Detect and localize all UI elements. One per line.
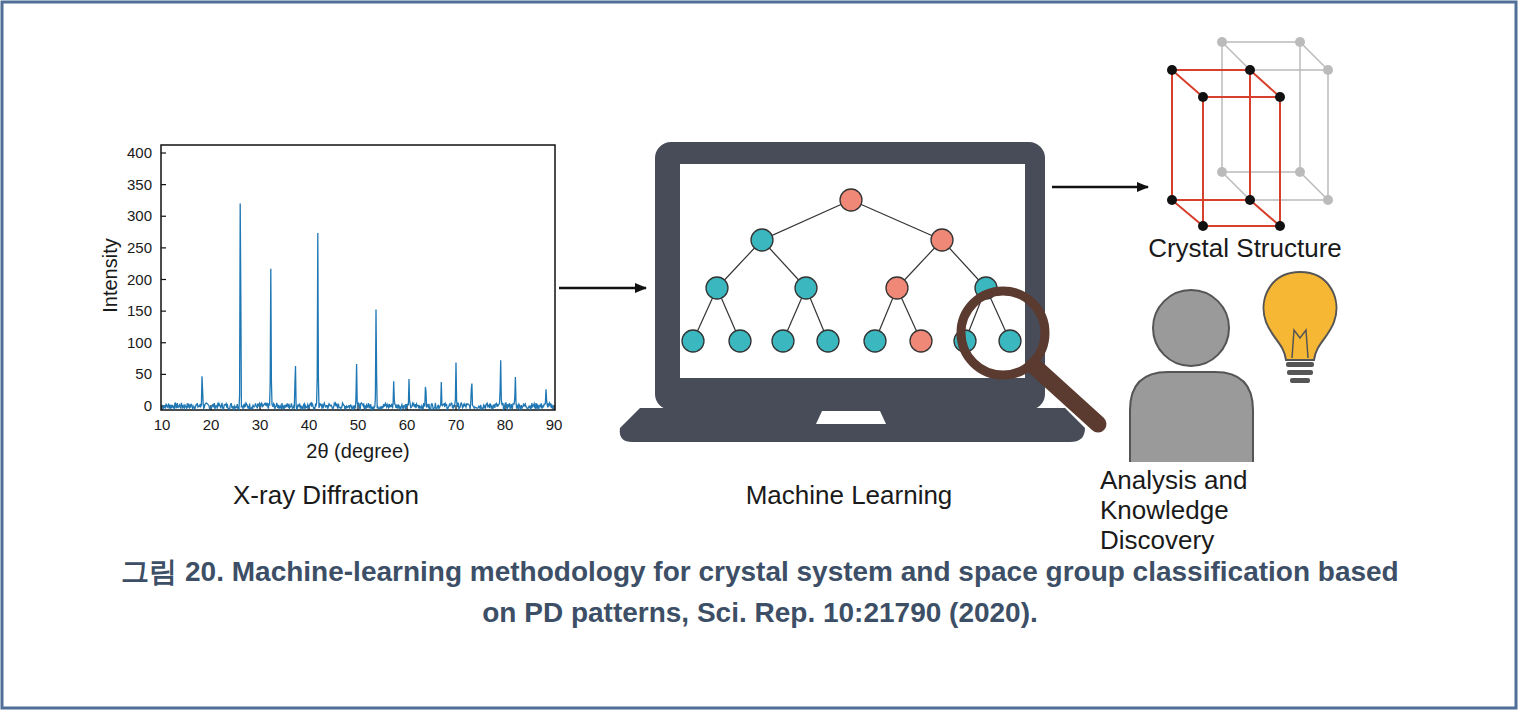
crystal-unit-cell: [1172, 70, 1280, 226]
axis-ticks: [161, 153, 554, 410]
tick-label: 60: [387, 416, 427, 433]
tree-nodes: [682, 189, 1021, 352]
tick-label: 0: [108, 397, 152, 414]
axis-label: 2θ (degree): [258, 440, 458, 463]
tick-label: 300: [108, 207, 152, 224]
panel-title: Machine Learning: [648, 480, 1050, 511]
crystal-atoms: [1167, 65, 1285, 231]
annotation-text: Analysis and Knowledge Discovery: [1100, 466, 1320, 556]
person-icon: [1130, 290, 1253, 462]
tick-label: 20: [191, 416, 231, 433]
flow-arrow: [1052, 186, 1148, 189]
crystal-back-atoms: [1217, 37, 1333, 205]
plot-axes: [161, 145, 555, 410]
tick-label: 90: [534, 416, 574, 433]
figure-caption: 그림 20. Machine-learning methodology for …: [110, 552, 1410, 633]
tick-label: 40: [289, 416, 329, 433]
tick-label: 50: [108, 365, 152, 382]
lightbulb-icon: [1264, 272, 1337, 383]
laptop-display: [680, 164, 1025, 378]
tick-label: 350: [108, 176, 152, 193]
panel-title: X-ray Diffraction: [95, 480, 557, 511]
laptop-trackpad: [816, 411, 886, 424]
tick-label: 100: [108, 334, 152, 351]
figure-panel: X-ray Diffraction: [95, 140, 557, 520]
tick-label: 30: [240, 416, 280, 433]
figure-panel: Crystal Structure: [1150, 35, 1340, 275]
figure-panel: Machine Learning: [648, 140, 1050, 520]
tick-label: 10: [142, 416, 182, 433]
crystal-back-cell: [1222, 42, 1328, 200]
flow-arrow: [559, 287, 646, 290]
tick-label: 70: [436, 416, 476, 433]
magnifier: [961, 291, 1098, 424]
panel-title: Crystal Structure: [1130, 233, 1360, 264]
tick-label: 80: [485, 416, 525, 433]
xrd-pattern: [162, 204, 554, 410]
laptop-screen: [655, 142, 1045, 410]
tick-label: 50: [338, 416, 378, 433]
tick-label: 400: [108, 144, 152, 161]
laptop-base: [620, 408, 1085, 442]
axis-label: Intensity: [99, 216, 122, 336]
